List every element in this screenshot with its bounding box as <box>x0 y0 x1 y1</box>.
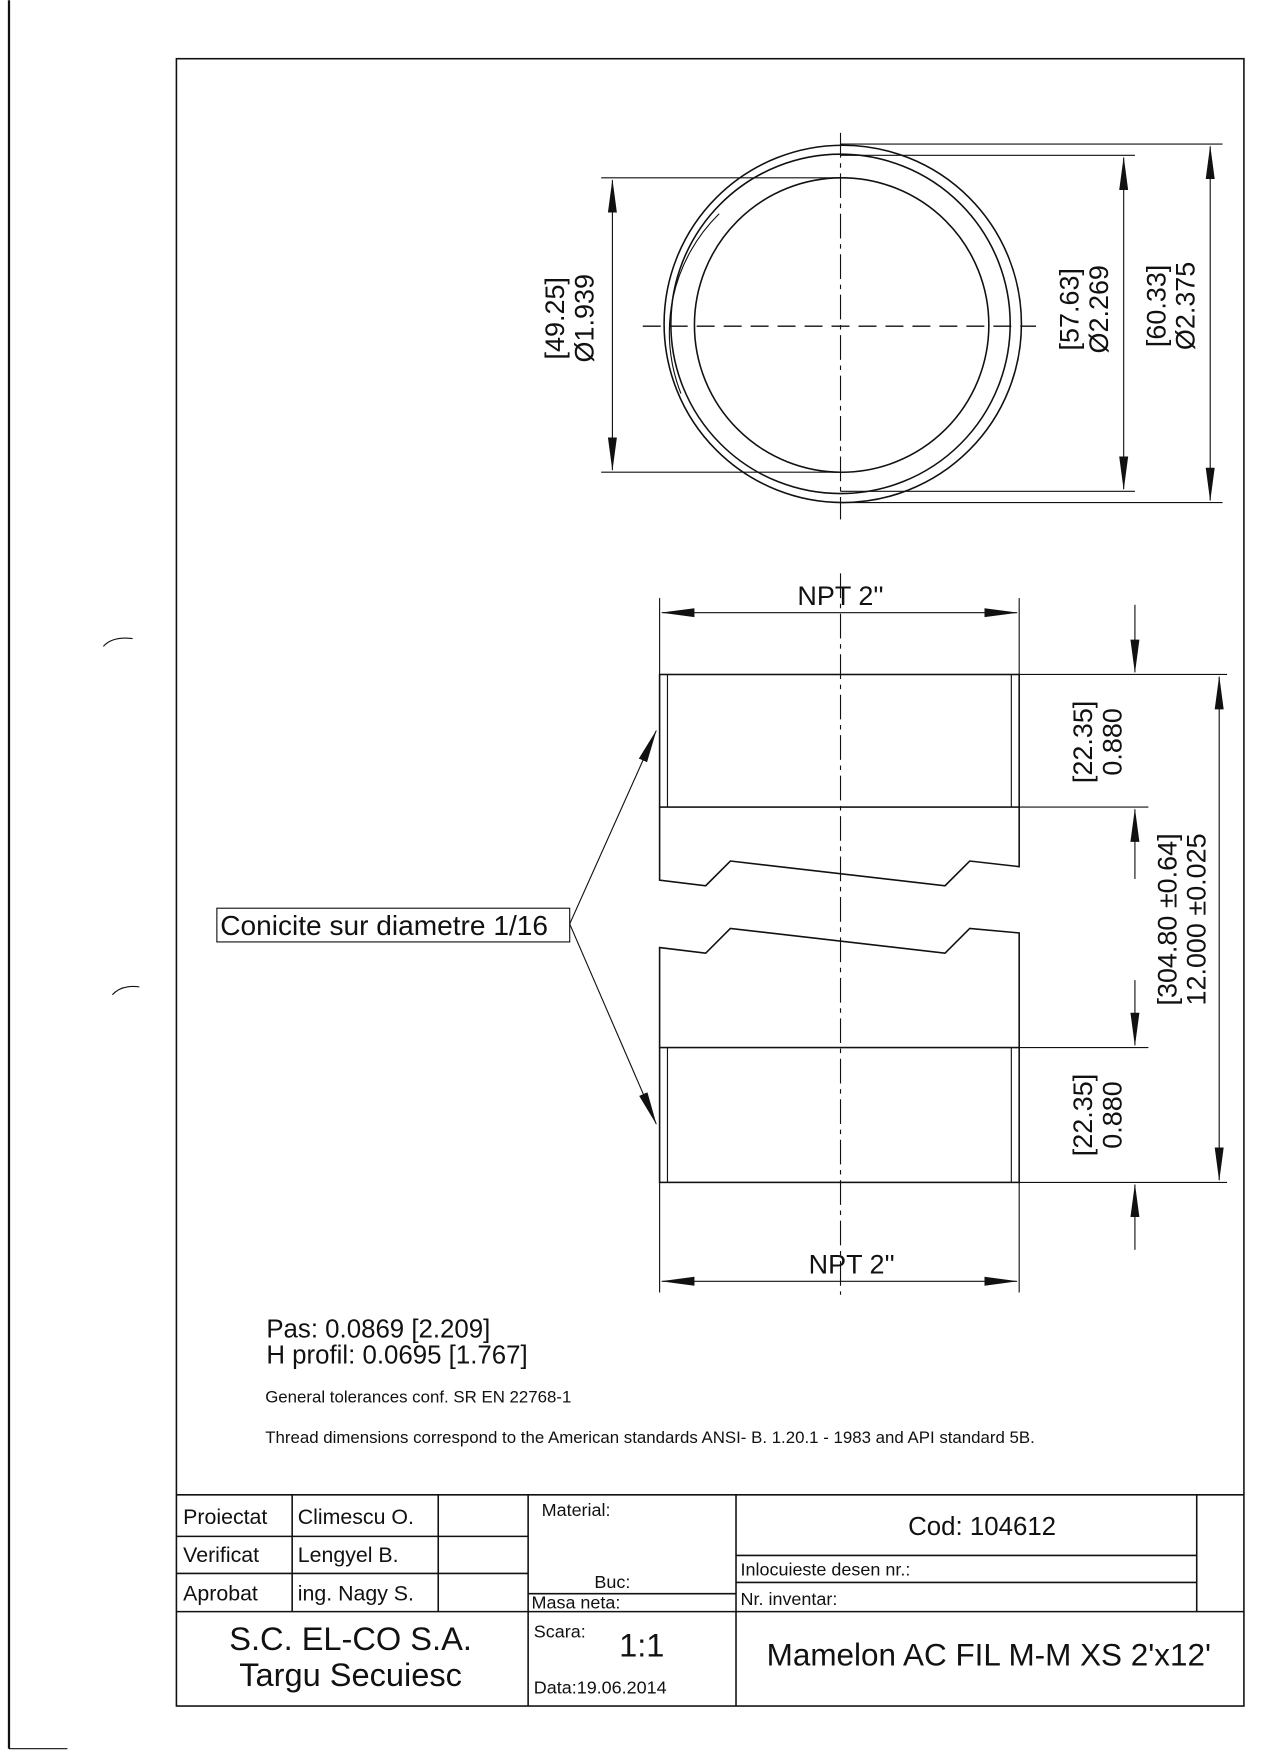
svg-text:[60.33]: [60.33] <box>1141 265 1171 347</box>
name-designed: Climescu O. <box>298 1505 414 1529</box>
inventory-label: Nr. inventar: <box>741 1589 838 1609</box>
pitch-note: Pas: 0.0869 [2.209] <box>266 1315 490 1343</box>
dim-outer-diameter: [60.33] Ø2.375 <box>1141 262 1200 350</box>
material-label: Material: <box>542 1500 611 1520</box>
part-name: Mamelon AC FIL M-M XS 2'x12' <box>767 1638 1211 1673</box>
drawing-code: Cod: 104612 <box>908 1513 1056 1541</box>
name-verified: Lengyel B. <box>298 1543 399 1567</box>
replaces-label: Inlocuieste desen nr.: <box>741 1560 911 1580</box>
svg-text:[57.63]: [57.63] <box>1055 268 1085 350</box>
drawing-frame <box>175 57 1245 1707</box>
notes: Pas: 0.0869 [2.209] H profil: 0.0695 [1.… <box>265 1315 1035 1447</box>
thread-spec-bottom: NPT 2'' <box>809 1249 895 1279</box>
company-name: S.C. EL-CO S.A. <box>229 1621 472 1657</box>
standards-note: Thread dimensions correspond to the Amer… <box>265 1428 1035 1447</box>
title-block: Proiectat Climescu O. Verificat Lengyel … <box>176 1493 1244 1707</box>
svg-text:[22.35]: [22.35] <box>1068 1074 1098 1156</box>
role-designed: Proiectat <box>183 1505 267 1529</box>
inner-circle <box>693 177 990 474</box>
side-view: NPT 2'' NPT 2'' [22.35] 0.880 [22.35] 0.… <box>216 573 1228 1295</box>
dim-total-length: [304.80 ±0.64] 12.000 ±0.025 <box>1152 833 1211 1005</box>
role-verified: Verificat <box>183 1543 259 1567</box>
mass-label: Masa neta: <box>532 1592 621 1612</box>
scan-margin <box>7 0 140 1750</box>
svg-text:12.000 ±0.025: 12.000 ±0.025 <box>1182 833 1212 1005</box>
svg-text:[49.25]: [49.25] <box>540 277 570 359</box>
svg-text:Ø2.375: Ø2.375 <box>1170 262 1200 350</box>
profile-height-note: H profil: 0.0695 [1.767] <box>266 1341 527 1369</box>
tolerances-note: General tolerances conf. SR EN 22768-1 <box>265 1388 571 1407</box>
dim-thread-length-bottom: [22.35] 0.880 <box>1068 1074 1127 1156</box>
svg-text:0.880: 0.880 <box>1097 1081 1127 1148</box>
buc-label: Buc: <box>594 1572 630 1592</box>
svg-text:Ø1.939: Ø1.939 <box>569 274 599 362</box>
outer-circle <box>663 144 1023 504</box>
top-view: [49.25] Ø1.939 [57.63] Ø2.269 [60.33] Ø2… <box>540 132 1223 520</box>
scale-label: Scara: <box>534 1621 586 1641</box>
company-city: Targu Secuiesc <box>239 1657 462 1693</box>
drawing-date: Data:19.06.2014 <box>534 1678 667 1698</box>
svg-text:[304.80 ±0.64]: [304.80 ±0.64] <box>1152 833 1182 1005</box>
taper-note: Conicite sur diametre 1/16 <box>220 910 548 941</box>
svg-text:0.880: 0.880 <box>1097 708 1127 775</box>
svg-text:Ø2.269: Ø2.269 <box>1084 265 1114 353</box>
role-approved: Aprobat <box>183 1581 258 1605</box>
thread-spec-top: NPT 2'' <box>797 581 883 611</box>
dim-thread-length-top: [22.35] 0.880 <box>1068 701 1127 783</box>
scale-value: 1:1 <box>619 1628 664 1664</box>
svg-text:[22.35]: [22.35] <box>1068 701 1098 783</box>
dim-middle-diameter: [57.63] Ø2.269 <box>1055 265 1114 353</box>
name-approved: ing. Nagy S. <box>298 1581 414 1605</box>
dim-inner-diameter: [49.25] Ø1.939 <box>540 274 599 362</box>
